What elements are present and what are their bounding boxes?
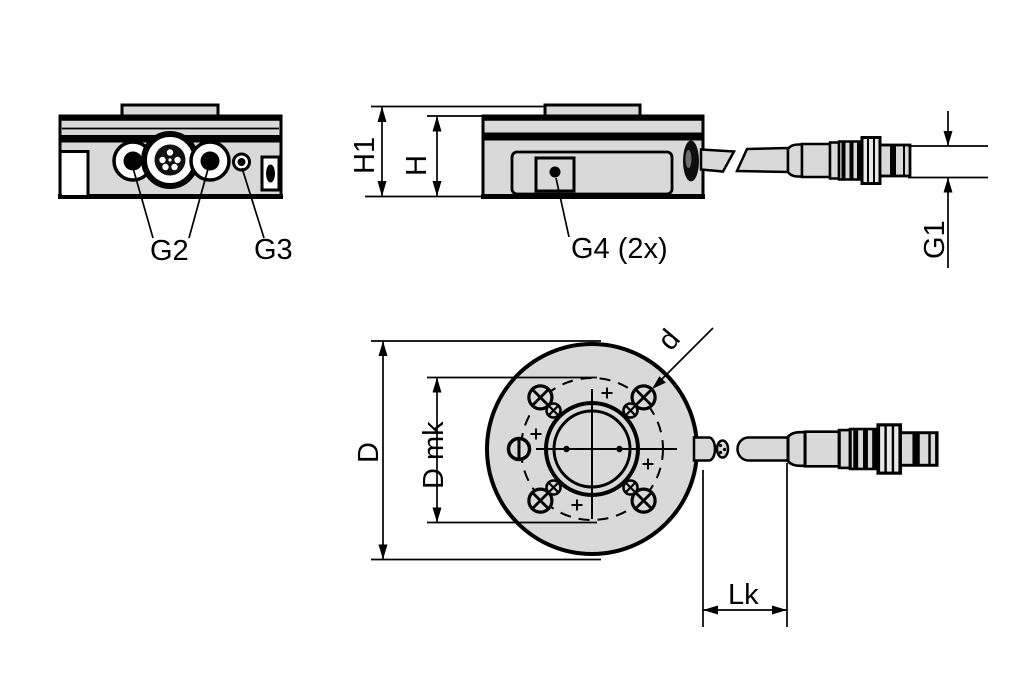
label-dmk: D mk xyxy=(418,421,450,489)
connector-plug-side xyxy=(786,136,912,185)
g2-port-right xyxy=(189,140,231,182)
label-d-outer: D xyxy=(353,442,385,463)
label-lk: Lk xyxy=(728,579,759,611)
label-g4: G4 (2x) xyxy=(571,233,668,265)
g4-screw xyxy=(534,156,576,193)
label-h1: H1 xyxy=(349,137,381,174)
bolt-holes xyxy=(527,384,657,514)
front-left-notch xyxy=(61,150,90,195)
dimension-h: H xyxy=(401,116,442,197)
label-h: H xyxy=(401,155,433,176)
side-dark-band xyxy=(483,132,703,141)
connector-plug-top xyxy=(786,423,939,475)
top-view: d D D mk Lk xyxy=(353,324,939,627)
g2-leader-left xyxy=(132,167,154,239)
top-cable xyxy=(692,436,790,462)
central-pin-connector xyxy=(141,131,199,189)
reference-cross-marks xyxy=(530,387,654,511)
label-d: d xyxy=(652,324,687,357)
label-g2: G2 xyxy=(150,235,189,267)
dimension-h1: H1 xyxy=(349,106,387,197)
front-right-port-slot xyxy=(266,164,275,183)
side-cable-outlet xyxy=(683,140,699,182)
side-cable xyxy=(699,146,790,174)
front-right-port xyxy=(260,155,281,192)
g3-port xyxy=(232,152,251,172)
label-g3: G3 xyxy=(254,234,293,266)
dimension-dmk: D mk xyxy=(418,376,597,524)
side-view: G4 (2x) H1 H G1 xyxy=(349,103,988,268)
dimension-lk: Lk xyxy=(702,463,788,627)
g2-leader-right xyxy=(188,168,209,239)
d-hole-callout: d xyxy=(652,324,714,389)
small-mounting-holes xyxy=(545,402,639,496)
dimension-g1: G1 xyxy=(908,111,988,268)
g3-leader xyxy=(241,167,265,239)
slotted-screw xyxy=(506,436,532,462)
dimension-d: D xyxy=(353,340,601,561)
label-g1: G1 xyxy=(919,220,951,259)
front-view: G2 G3 xyxy=(58,103,293,267)
g4-leader xyxy=(555,177,570,238)
